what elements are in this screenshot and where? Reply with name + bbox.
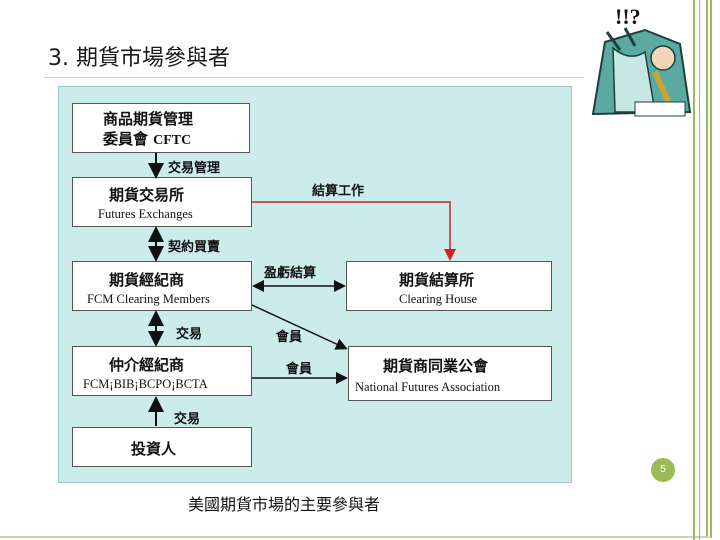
slide-caption: 美國期貨市場的主要參與者 — [188, 491, 380, 515]
label-member-1: 會員 — [276, 326, 302, 345]
page-number-badge: 5 — [651, 458, 675, 482]
label-contract-trading: 契約買賣 — [168, 236, 220, 255]
label-pnl-settlement: 盈虧結算 — [264, 262, 316, 281]
label-trade-2: 交易 — [174, 408, 200, 427]
label-clearing-work: 結算工作 — [312, 180, 364, 199]
label-trade-1: 交易 — [176, 323, 202, 342]
label-trade-mgmt: 交易管理 — [168, 157, 220, 176]
label-member-2: 會員 — [286, 358, 312, 377]
arrow-clearing-work — [252, 202, 450, 258]
